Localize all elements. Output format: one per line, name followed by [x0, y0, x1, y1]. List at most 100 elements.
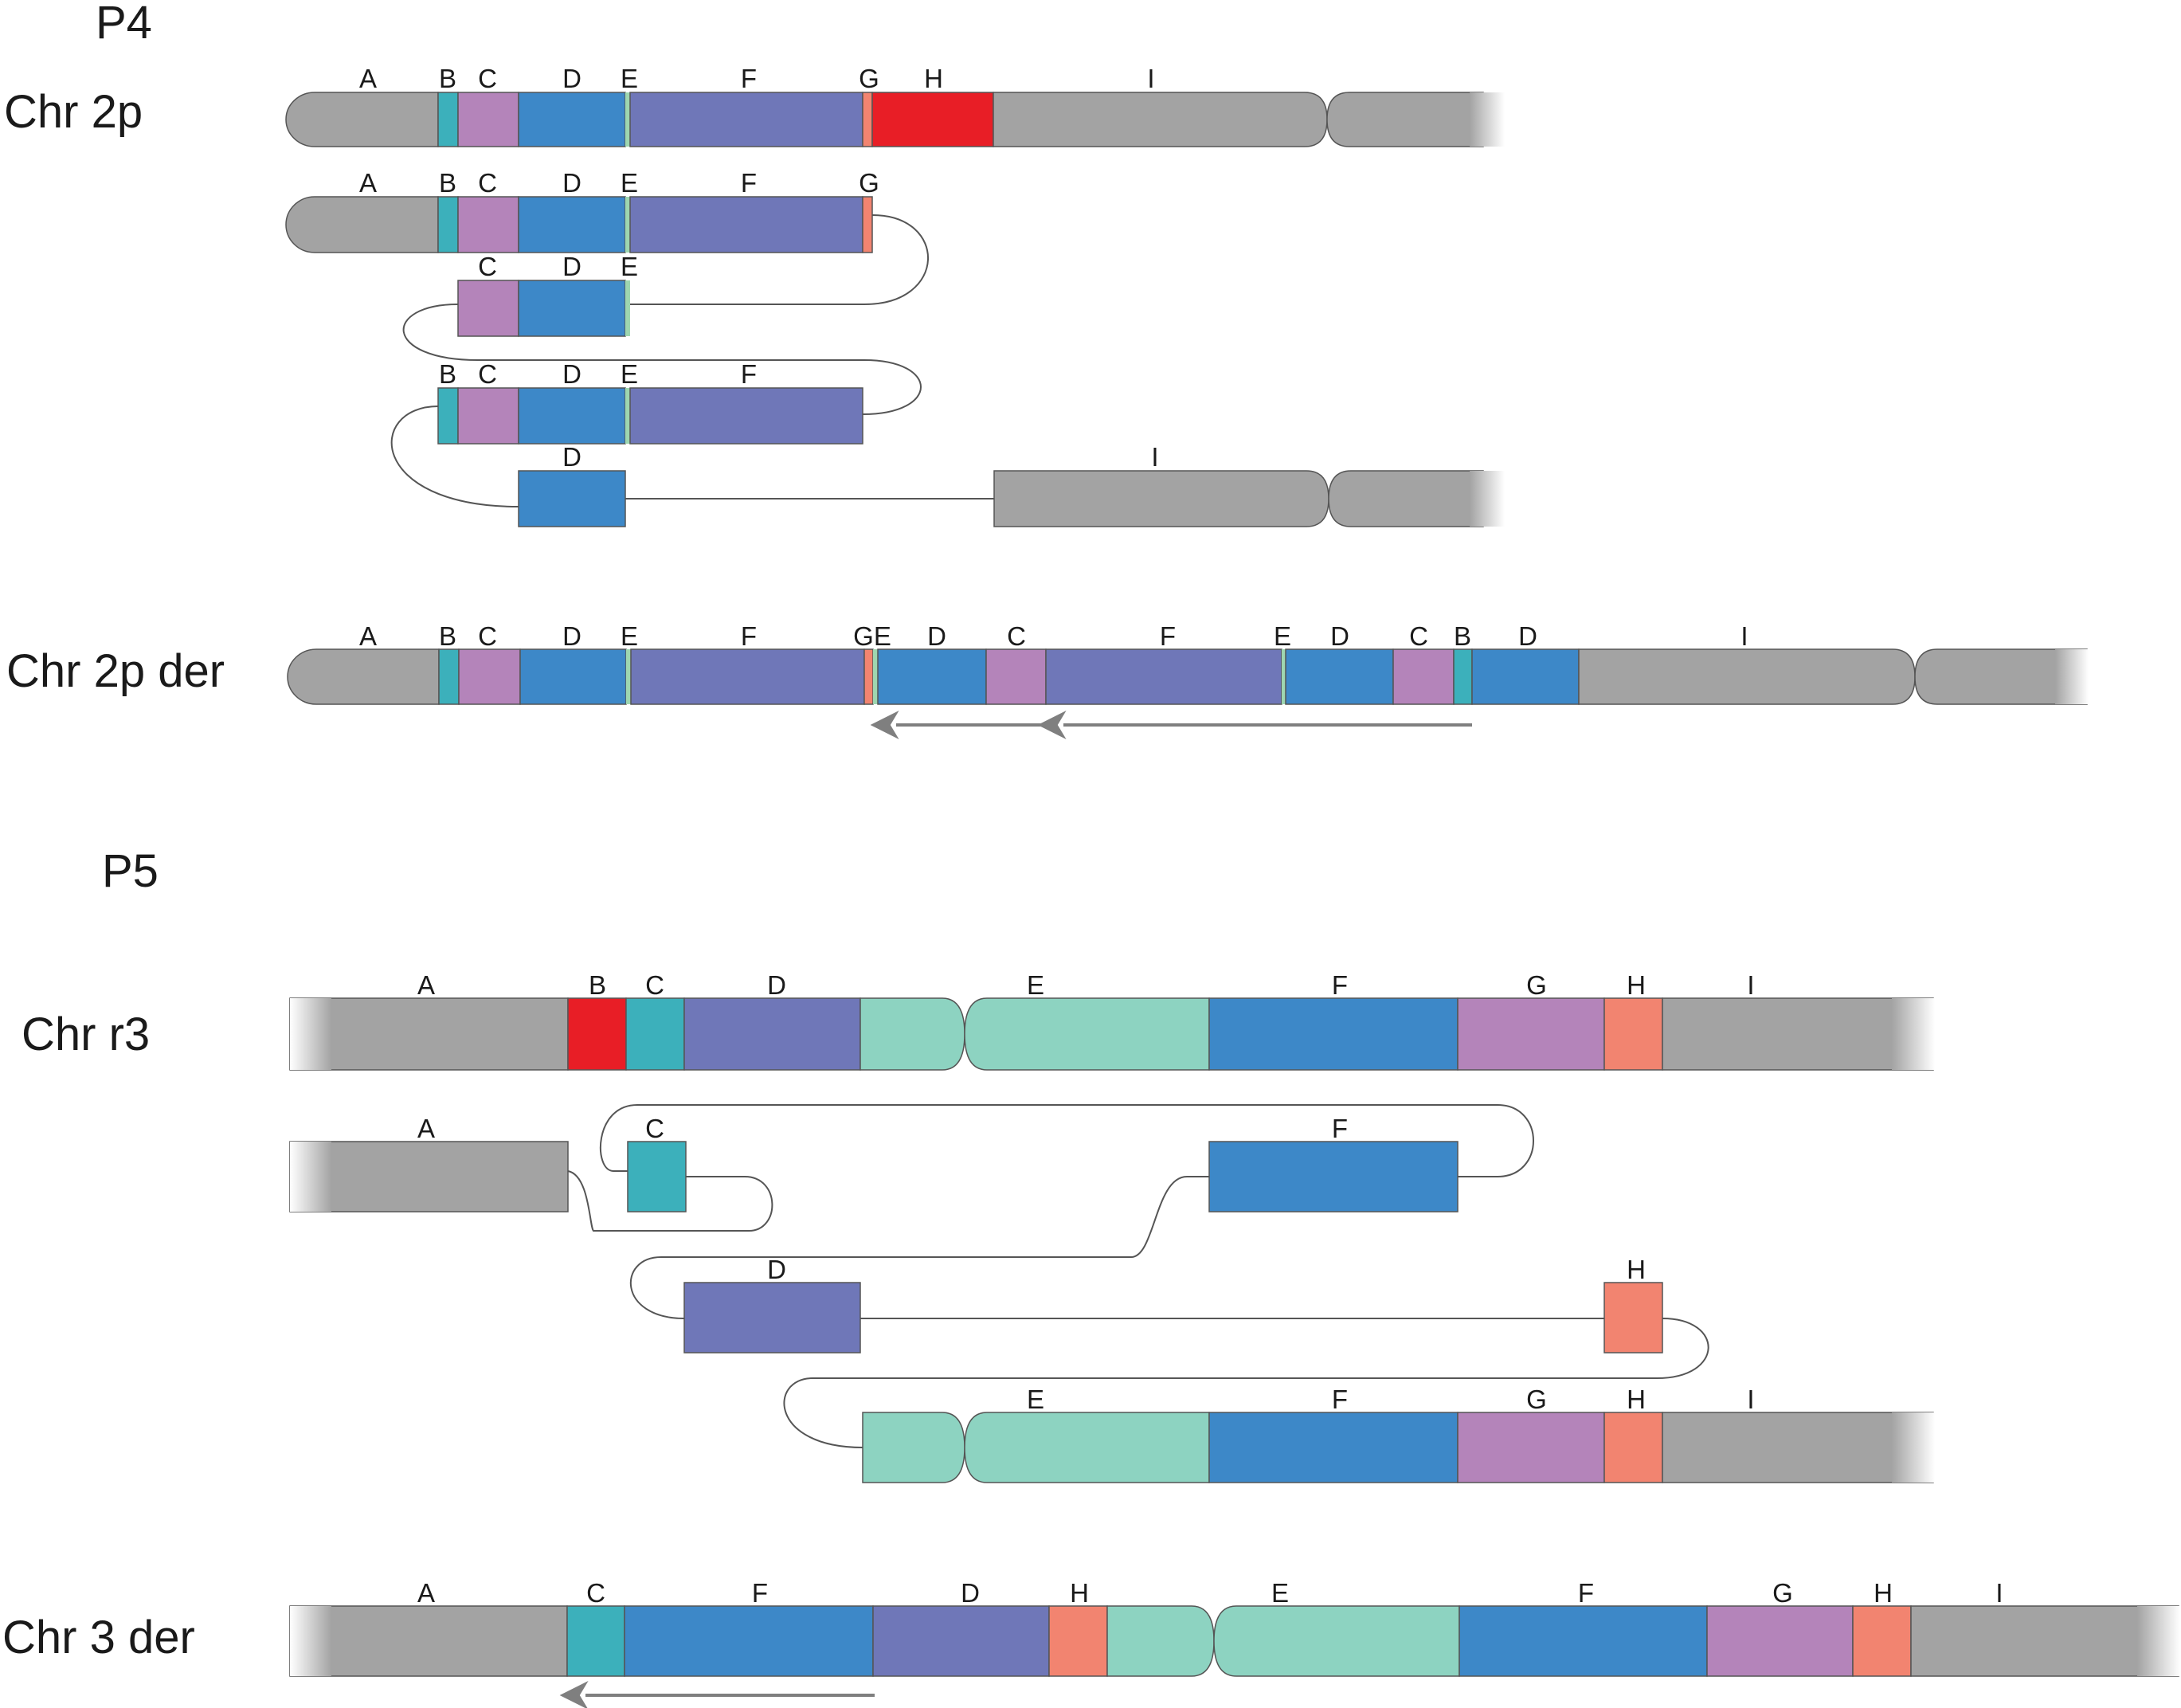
label-d: D — [562, 168, 581, 198]
segment-a — [289, 1605, 568, 1677]
chr2p-fragment-row-abcdefg: A B C D E F G — [285, 168, 879, 253]
label-f: F — [1332, 970, 1348, 1000]
segment-c — [566, 1605, 625, 1677]
label-d: D — [1330, 621, 1349, 651]
chr3-fragment-row-e-i: E F G H I — [862, 1385, 1935, 1483]
segment-e — [859, 997, 965, 1071]
segment-a — [289, 997, 569, 1071]
segment-g — [862, 196, 873, 253]
label-i: I — [1995, 1578, 2003, 1608]
label-h: H — [1627, 970, 1646, 1000]
segment-i-q-arm — [1328, 470, 1484, 527]
label-g: G — [1526, 970, 1547, 1000]
label-c: C — [645, 970, 664, 1000]
label-a: A — [417, 970, 435, 1000]
label-g: G — [859, 64, 879, 93]
segment-i — [1910, 1605, 2179, 1677]
label-c: C — [478, 359, 497, 389]
segment-a — [285, 196, 439, 253]
chromosome-end-fade — [1892, 998, 1935, 1070]
label-ge: GE — [853, 621, 891, 651]
segment-e — [625, 197, 630, 253]
label-c: C — [478, 168, 497, 198]
chromosome-title-chr3-der: Chr 3 der — [2, 1612, 195, 1663]
segment-e — [626, 649, 631, 704]
segment-f — [1208, 1141, 1459, 1212]
segment-d — [518, 196, 626, 253]
label-h: H — [924, 64, 943, 93]
chromosome-end-fade — [2137, 1606, 2180, 1676]
label-a: A — [359, 64, 377, 93]
chr2p-fragment-row-cde: C D E — [457, 252, 638, 337]
label-e: E — [621, 621, 638, 651]
chromosome-end-fade — [1892, 1412, 1935, 1483]
segment-d — [518, 280, 626, 337]
segment-c — [457, 280, 519, 337]
segment-e — [625, 92, 630, 147]
segment-f — [629, 387, 863, 445]
segment-h — [1603, 997, 1663, 1071]
segment-c — [1392, 648, 1455, 705]
segment-f — [629, 196, 863, 253]
label-d: D — [961, 1578, 980, 1608]
segment-d — [683, 1282, 861, 1353]
segment-b — [437, 387, 459, 445]
label-i: I — [1151, 442, 1158, 472]
segment-c — [985, 648, 1047, 705]
chr3-normal-row: A B C D E F G H I — [289, 970, 1935, 1071]
label-d: D — [562, 442, 581, 472]
label-e: E — [621, 359, 638, 389]
chr2p-der-row: A B C D E F GE D C F E D C B D I — [287, 621, 2089, 705]
label-c: C — [1007, 621, 1026, 651]
segment-i-q-arm — [1914, 648, 2088, 705]
segment-d — [877, 648, 987, 705]
segment-a — [287, 648, 440, 705]
label-c: C — [478, 252, 497, 281]
segment-g — [863, 648, 874, 705]
label-f: F — [1160, 621, 1176, 651]
panel-label-p4: P4 — [96, 0, 152, 49]
junction-c-f — [402, 304, 922, 415]
label-e: E — [621, 168, 638, 198]
segment-g — [1457, 997, 1605, 1071]
label-a: A — [417, 1578, 435, 1608]
segment-i — [993, 470, 1329, 527]
segment-g — [862, 92, 873, 147]
segment-i — [993, 92, 1328, 147]
chromosome-end-fade — [1470, 92, 1505, 147]
segment-i-q-arm — [1326, 92, 1484, 147]
segment-e — [625, 388, 630, 444]
segment-g — [1706, 1605, 1854, 1677]
label-f: F — [741, 359, 757, 389]
segment-c — [457, 196, 519, 253]
label-b: B — [439, 64, 456, 93]
label-b: B — [439, 168, 456, 198]
label-d: D — [562, 359, 581, 389]
label-h: H — [1070, 1578, 1089, 1608]
segment-d — [872, 1605, 1050, 1677]
segment-d — [518, 470, 626, 527]
chr3-fragment-row-a-c-f: A C F — [289, 1114, 1459, 1212]
chromosome-end-fade — [1470, 471, 1505, 527]
segment-b — [567, 997, 627, 1071]
segment-d — [518, 387, 626, 445]
label-h: H — [1627, 1385, 1646, 1414]
segment-e — [862, 1412, 965, 1483]
label-f: F — [1332, 1114, 1348, 1143]
label-f: F — [741, 168, 757, 198]
label-i: I — [1147, 64, 1154, 93]
label-d: D — [562, 64, 581, 93]
segment-f — [629, 92, 863, 147]
label-e: E — [1274, 621, 1291, 651]
label-h: H — [1627, 1255, 1646, 1284]
segment-e — [873, 649, 878, 704]
label-b: B — [1454, 621, 1471, 651]
label-e: E — [621, 64, 638, 93]
segment-g — [1457, 1412, 1605, 1483]
p4-junction-lines — [390, 214, 994, 507]
segment-e — [1213, 1605, 1460, 1677]
label-c: C — [645, 1114, 664, 1143]
segment-h — [871, 92, 994, 147]
segment-f — [624, 1605, 874, 1677]
label-b: B — [439, 621, 456, 651]
